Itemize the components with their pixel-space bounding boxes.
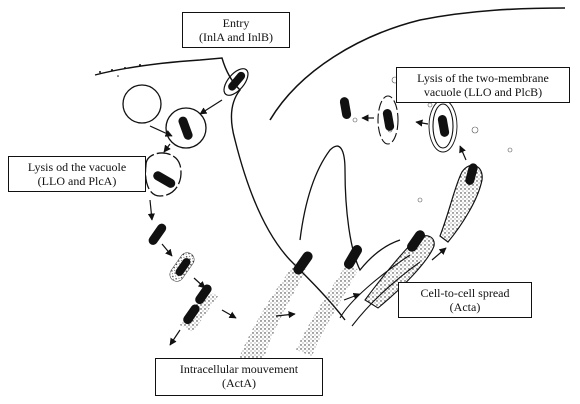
label-lysis-vacuole: Lysis od the vacuole (LLO and PlcA) [8, 156, 146, 192]
label-intracellular: Intracellular mouvement (ActA) [155, 358, 323, 396]
dividing-bacteria [180, 283, 218, 332]
arrow-double-vacuole-up [460, 146, 466, 160]
vacuole-1 [166, 108, 206, 148]
label-lysis-two-membrane-line2: vacuole (LLO and PlcB) [403, 85, 563, 99]
released-bacterium [378, 96, 398, 144]
label-lysis-vacuole-line2: (LLO and PlcA) [15, 174, 139, 188]
membrane-speckles-left [99, 64, 141, 77]
arrow-empty-vacuole [150, 126, 172, 136]
empty-vacuole [123, 85, 161, 123]
arrow-actin1-to-divide [194, 278, 205, 288]
free-bacterium [147, 222, 168, 247]
arrow-protrusion-to-double-vacuole [432, 248, 446, 260]
label-lysis-two-membrane-line1: Lysis of the two-membrane [403, 71, 563, 85]
arrow-free-to-actin1 [162, 244, 172, 256]
label-intracellular-line2: (ActA) [162, 376, 316, 390]
label-entry-line2: (InlA and InlB) [189, 30, 283, 44]
arrow-vacuole-to-lysis [164, 144, 170, 152]
lysing-vacuole [146, 153, 182, 196]
free-bacterium-new-cell [339, 96, 352, 119]
label-cell-to-cell-line2: (Acta) [405, 300, 525, 314]
arrow-entry-to-vacuole [200, 100, 222, 114]
label-cell-to-cell-line1: Cell-to-cell spread [405, 286, 525, 300]
lysing-double-vacuole [429, 100, 457, 152]
label-cell-to-cell: Cell-to-cell spread (Acta) [398, 282, 532, 318]
label-intracellular-line1: Intracellular mouvement [162, 362, 316, 376]
host-cell-membrane-right [270, 8, 565, 120]
arrow-down-left [170, 330, 180, 345]
arrow-to-comet-tail [222, 310, 236, 318]
arrow-lysing-to-released [416, 122, 428, 124]
label-lysis-vacuole-line1: Lysis od the vacuole [15, 160, 139, 174]
label-entry: Entry (InlA and InlB) [182, 12, 290, 48]
cell-junction-membrane [300, 146, 400, 270]
label-lysis-two-membrane: Lysis of the two-membrane vacuole (LLO a… [396, 67, 570, 103]
double-membrane-vacuole [440, 162, 482, 242]
entry-bacterium [220, 65, 253, 100]
label-entry-line1: Entry [189, 16, 283, 30]
arrow-lysis-down [150, 200, 152, 220]
